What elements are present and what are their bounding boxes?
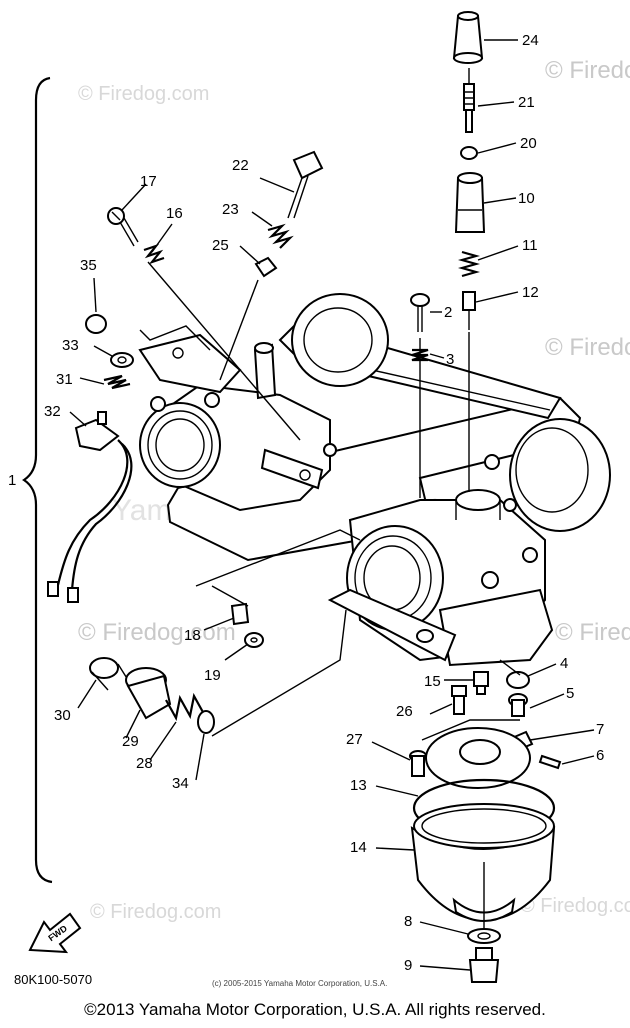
plunger-part-32	[47, 411, 133, 603]
fwd-arrow-icon: FWD	[28, 912, 82, 954]
callout-20: 20	[520, 135, 537, 152]
leader-lines	[69, 39, 595, 971]
explode-lines	[139, 68, 521, 930]
callout-22: 22	[232, 157, 249, 174]
callout-35: 35	[80, 257, 97, 274]
bushing-part-30	[89, 657, 129, 691]
callout-15: 15	[424, 673, 441, 690]
callout-4: 4	[560, 655, 568, 672]
spring-part-11	[457, 250, 481, 278]
washer-part-8	[467, 928, 501, 944]
callout-17: 17	[140, 173, 157, 190]
callout-34: 34	[172, 775, 189, 792]
float-bowl-part-14	[410, 803, 556, 922]
callout-8: 8	[404, 913, 412, 930]
sleeve-part-29	[125, 667, 172, 720]
callout-13: 13	[350, 777, 367, 794]
spring-part-23	[267, 223, 294, 249]
callout-24: 24	[522, 32, 539, 49]
jet-part-5	[508, 693, 528, 717]
jet-part-15	[473, 671, 489, 695]
cap-part-24	[452, 11, 484, 64]
callout-28: 28	[136, 755, 153, 772]
callout-29: 29	[122, 733, 139, 750]
cap-nut-part-10	[454, 172, 486, 233]
callout-30: 30	[54, 707, 71, 724]
needle-part-12	[462, 291, 476, 330]
pin-part-18	[230, 602, 250, 626]
nut-part-25	[254, 256, 278, 278]
spring-part-31	[103, 374, 131, 390]
copyright-notice: ©2013 Yamaha Motor Corporation, U.S.A. A…	[84, 1000, 546, 1019]
callout-12: 12	[522, 284, 539, 301]
callout-10: 10	[518, 190, 535, 207]
watermark-mid-right: © Firedog	[545, 334, 630, 361]
callout-19: 19	[204, 667, 221, 684]
washer-part-19	[244, 632, 264, 648]
callout-18: 18	[184, 627, 201, 644]
screw-part-27	[409, 750, 427, 777]
callout-7: 7	[596, 721, 604, 738]
spring-part-28	[165, 692, 205, 722]
watermark-top-right: © Firedog	[545, 57, 630, 84]
callout-16: 16	[166, 205, 183, 222]
watermark-bottom-left: © Firedog.com	[90, 901, 221, 923]
callout-2: 2	[444, 304, 452, 321]
callout-32: 32	[44, 403, 61, 420]
callout-5: 5	[566, 685, 574, 702]
bolt-part-9	[468, 947, 500, 983]
screw-part-22	[287, 150, 324, 219]
small-copyright: (c) 2005-2015 Yamaha Motor Corporation, …	[212, 979, 387, 988]
callout-25: 25	[212, 237, 229, 254]
callout-11: 11	[522, 237, 538, 254]
callout-21: 21	[518, 94, 535, 111]
screw-part-17	[107, 207, 139, 247]
callout-31: 31	[56, 371, 73, 388]
washer-part-34	[197, 710, 215, 734]
screw-part-2	[410, 293, 430, 332]
callout-6: 6	[596, 747, 604, 764]
nut-part-20	[460, 146, 478, 160]
callout-labels: 1 2 3 4 5 6 7 8 9 10 11 12 13 14 15 16 1…	[8, 32, 604, 974]
carburetor-body	[138, 293, 611, 667]
washer-part-33	[110, 352, 134, 368]
pin-part-6	[538, 754, 562, 770]
callout-1: 1	[8, 472, 16, 489]
assembly-brace	[22, 76, 53, 884]
diagram-code: 80K100-5070	[14, 972, 92, 987]
watermark-bottom-right: © Firedog.com	[520, 895, 630, 917]
watermark-lower-right: © Firedo	[555, 619, 630, 646]
callout-33: 33	[62, 337, 79, 354]
callout-9: 9	[404, 957, 412, 974]
callout-27: 27	[346, 731, 363, 748]
cap-part-4	[506, 671, 530, 689]
jet-part-26	[451, 685, 467, 715]
callout-26: 26	[396, 703, 413, 720]
watermark-top-left: © Firedog.com	[78, 83, 209, 105]
spring-part-16	[143, 243, 165, 265]
callout-14: 14	[350, 839, 367, 856]
watermark-lower-left: © Firedog.com	[78, 619, 236, 646]
callout-3: 3	[446, 351, 454, 368]
cap-part-35	[85, 314, 107, 334]
float	[425, 727, 531, 789]
adjuster-part-21	[463, 83, 475, 133]
callout-23: 23	[222, 201, 239, 218]
